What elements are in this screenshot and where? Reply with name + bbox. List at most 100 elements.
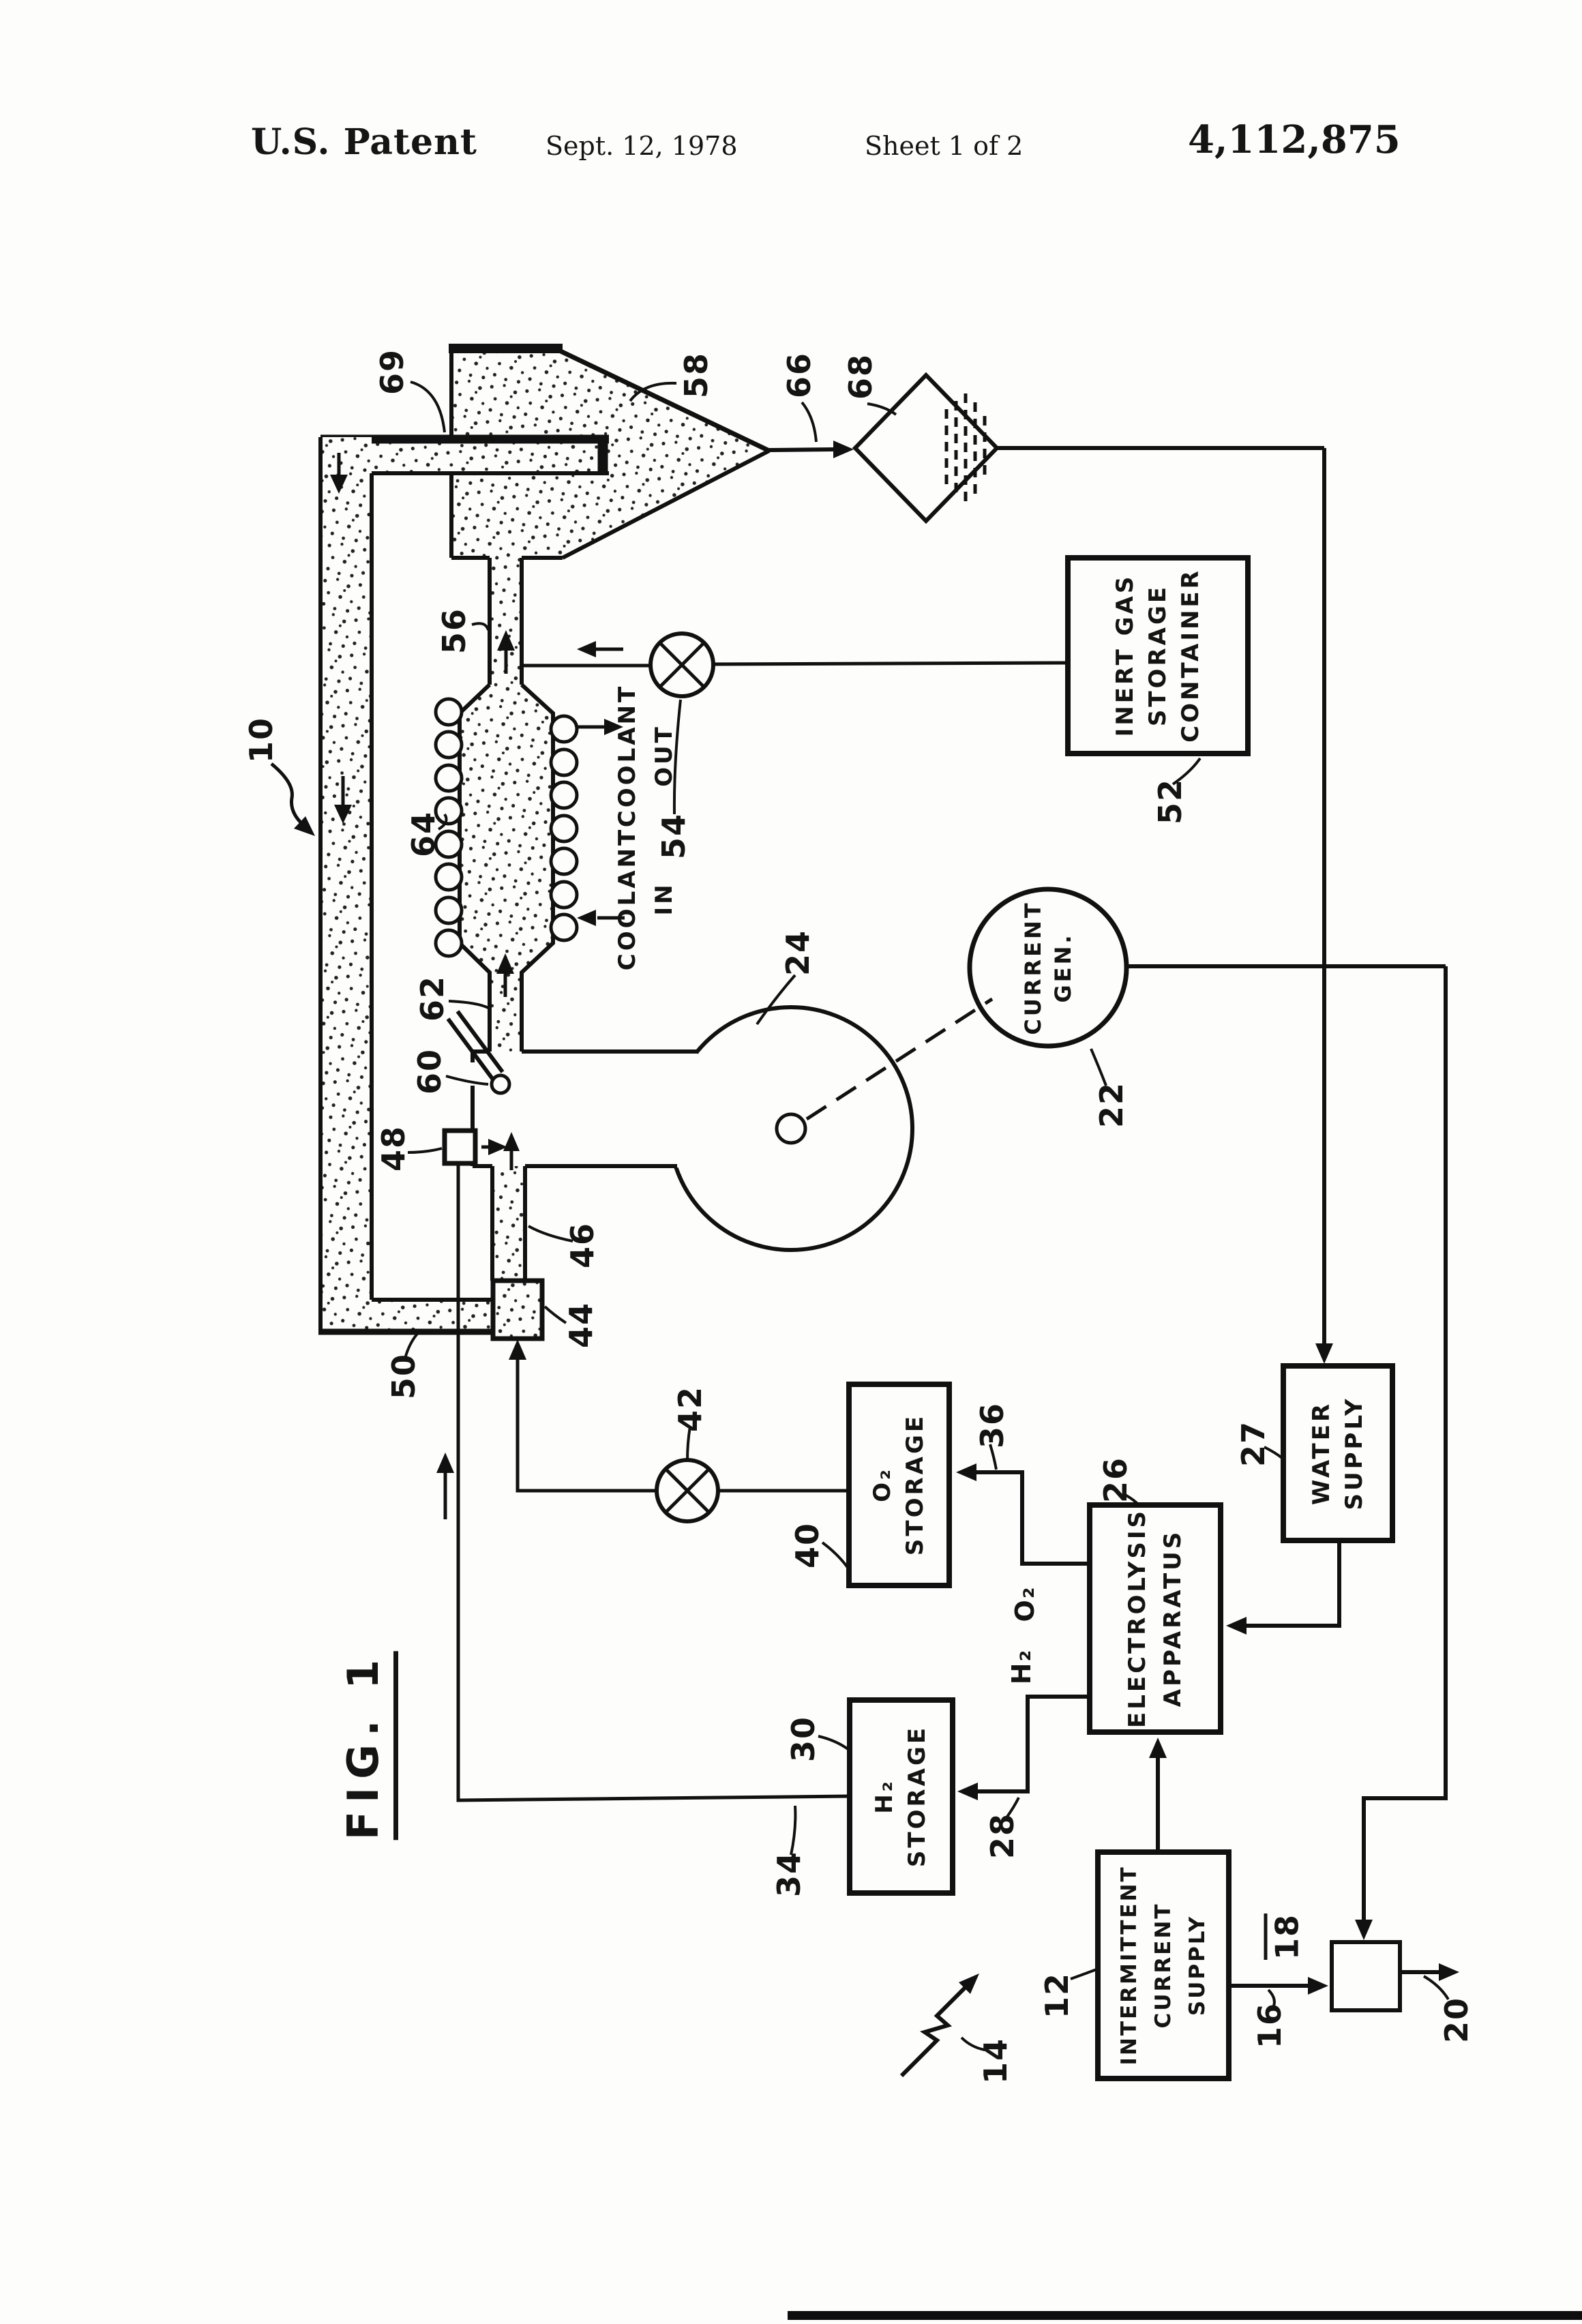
drive-shaft-dashed-line xyxy=(805,997,994,1121)
ref-69: 69 xyxy=(374,348,411,396)
ref-24: 24 xyxy=(779,929,816,977)
reference-arrow-10 xyxy=(270,762,315,836)
ref-42: 42 xyxy=(672,1385,708,1433)
ref-22: 22 xyxy=(1093,1081,1130,1129)
flow-arrows xyxy=(330,441,1459,1995)
feed-lines xyxy=(456,661,1069,1802)
electrolysis-label: ELECTROLYSIS APPARATUS xyxy=(1124,1508,1186,1728)
ref-64: 64 xyxy=(405,810,442,858)
ref-18: 18 xyxy=(1264,1913,1306,1961)
ref-28: 28 xyxy=(984,1812,1021,1860)
ref-14: 14 xyxy=(977,2037,1014,2085)
igniter-60 xyxy=(446,1010,511,1095)
arrow-switch-output xyxy=(1439,1963,1459,1981)
ref-40: 40 xyxy=(789,1521,826,1569)
o2-feed-line xyxy=(516,1343,657,1493)
water-supply-label: WATER SUPPLY xyxy=(1308,1396,1368,1510)
h2-line-28 xyxy=(976,1695,1090,1793)
o2-gas-label: O₂ xyxy=(1010,1585,1040,1622)
ref-30: 30 xyxy=(785,1715,822,1763)
inert-gas-box-52 xyxy=(1065,555,1251,756)
ref-50: 50 xyxy=(385,1352,422,1400)
return-elbow-conduit-50 xyxy=(318,437,493,1335)
water-to-electrolysis-line xyxy=(1245,1540,1341,1628)
arrow-elbow-down-1 xyxy=(330,475,348,494)
ref-66: 66 xyxy=(781,351,818,399)
ref-26: 26 xyxy=(1097,1456,1134,1504)
ref-62: 62 xyxy=(414,974,451,1022)
component-boxes xyxy=(846,555,1402,2081)
cooled-vessel-64 xyxy=(458,683,555,1052)
arrow-into-electrolysis-right xyxy=(1226,1617,1247,1635)
ref-16: 16 xyxy=(1251,2001,1288,2049)
electrolysis-box-26 xyxy=(1087,1502,1223,1735)
ref-12: 12 xyxy=(1039,1971,1075,2019)
ref-52: 52 xyxy=(1152,777,1189,825)
ref-34: 34 xyxy=(771,1850,807,1898)
intermittent-supply-label: INTERMITTENT CURRENT SUPPLY xyxy=(1117,1865,1210,2066)
coolant-in-label: COOLANT IN xyxy=(614,826,678,971)
header-date: Sept. 12, 1978 xyxy=(546,131,738,161)
ref-20: 20 xyxy=(1438,1996,1475,2044)
arrow-into-water-supply xyxy=(1315,1343,1333,1364)
burner-pipe-46 xyxy=(490,1166,527,1281)
ref-44: 44 xyxy=(563,1301,599,1349)
ref-46: 46 xyxy=(564,1221,601,1269)
arrow-elbow-down-2 xyxy=(334,805,352,824)
ref-68: 68 xyxy=(842,353,879,400)
ref-36: 36 xyxy=(974,1401,1011,1449)
cooling-coil xyxy=(434,697,579,958)
arrow-into-switch-left xyxy=(1308,1977,1328,1995)
furnace-axis-circle xyxy=(775,1112,807,1145)
leader-lines xyxy=(404,381,1450,2051)
lightning-arrow-14 xyxy=(899,1973,979,2078)
arrow-riser-up xyxy=(497,630,515,651)
arrow-throat-up xyxy=(503,1132,520,1151)
valve-54 xyxy=(648,631,715,698)
header-publisher: U.S. Patent xyxy=(251,121,477,163)
arrow-into-h2-storage xyxy=(957,1783,978,1800)
ref-10: 10 xyxy=(243,716,280,764)
arrow-h2-feed-up xyxy=(436,1452,454,1473)
h2-gas-label: H₂ xyxy=(1006,1648,1036,1685)
h2-storage-box-30 xyxy=(847,1697,955,1896)
current-gen-label: CURRENT GEN. xyxy=(1020,900,1076,1035)
water-supply-box-27 xyxy=(1281,1363,1395,1543)
ref-58: 58 xyxy=(678,351,715,399)
figure-title: FIG. 1 xyxy=(338,1651,398,1841)
inert-gas-line-right xyxy=(713,661,1069,666)
arrow-into-switch-top xyxy=(1355,1920,1373,1940)
hopper-58 xyxy=(449,344,771,560)
switch-box-18 xyxy=(1330,1940,1402,2012)
arrow-into-o2-storage xyxy=(956,1463,976,1481)
current-generator-22 xyxy=(967,887,1129,1049)
process-lines xyxy=(768,446,1448,1988)
mixing-box-44 xyxy=(490,1278,545,1341)
coolant-out-label: COOLANT OUT xyxy=(614,683,678,828)
furnace-chamber-24 xyxy=(471,1005,914,1252)
arrow-into-separator xyxy=(833,441,854,458)
o2-line-36 xyxy=(975,1470,1090,1566)
header-patent-number: 4,112,875 xyxy=(1188,117,1401,162)
arrow-coolant-in xyxy=(577,910,596,926)
o2-storage-box-40 xyxy=(846,1382,952,1588)
intermittent-supply-box-12 xyxy=(1095,1849,1232,2081)
current-gen-to-switch-line xyxy=(1362,966,1448,1922)
ref-60: 60 xyxy=(411,1047,448,1095)
h2-storage-label: H₂ STORAGE xyxy=(871,1725,931,1868)
arrow-into-electrolysis-bottom xyxy=(1149,1738,1167,1758)
valve-42 xyxy=(655,1458,720,1523)
arrow-pipe62-up xyxy=(496,953,514,974)
scan-artifact xyxy=(788,2311,1582,2320)
arrow-throat-right xyxy=(488,1139,507,1155)
arrow-into-box44 xyxy=(509,1339,526,1360)
hopper-outlet-line-66 xyxy=(768,447,835,452)
inert-gas-box-label: INERT GAS STORAGE CONTAINER xyxy=(1111,568,1204,743)
inlet-port-48 xyxy=(442,1128,478,1166)
arrow-inert-gas-left xyxy=(577,641,596,657)
arrow-coolant-out xyxy=(604,719,623,735)
ref-56: 56 xyxy=(436,607,473,655)
ref-27: 27 xyxy=(1235,1420,1272,1468)
